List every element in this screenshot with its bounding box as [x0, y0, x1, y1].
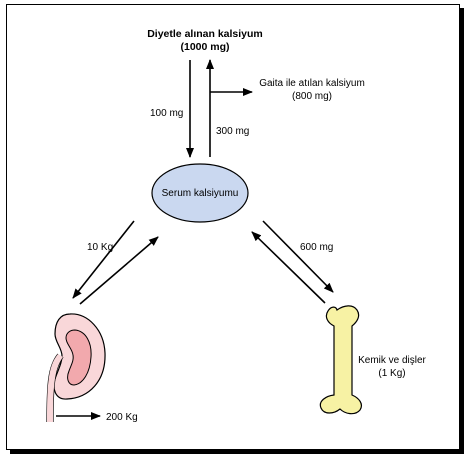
bone-exchange-amount: 600 mg	[300, 242, 333, 253]
diet-calcium-label: Diyetle alınan kalsiyum	[147, 28, 263, 40]
kidney-icon	[46, 313, 106, 423]
bone-icon	[319, 305, 363, 415]
feces-calcium-amount: (800 mg)	[292, 91, 332, 102]
diet-to-serum-amount: 100 mg	[150, 108, 183, 119]
bone-label: Kemik ve dişler	[358, 355, 426, 366]
kidney-exchange-amount: 10 Kg	[87, 242, 113, 253]
serum-calcium-node	[151, 163, 249, 223]
bone-amount: (1 Kg)	[378, 368, 405, 379]
kidney-to-serum-arrow	[79, 236, 159, 305]
diet-calcium-amount: (1000 mg)	[180, 41, 229, 53]
serum-to-kidney-arrow	[72, 220, 135, 299]
serum-to-bone-arrow	[262, 220, 334, 293]
urine-output-amount: 200 Kg	[106, 412, 138, 423]
serum-calcium-label: Serum kalsiyumu	[162, 188, 239, 199]
serum-to-gut-amount: 300 mg	[216, 126, 249, 137]
bone-to-serum-arrow	[251, 231, 326, 304]
feces-calcium-label: Gaita ile atılan kalsiyum	[259, 78, 365, 89]
